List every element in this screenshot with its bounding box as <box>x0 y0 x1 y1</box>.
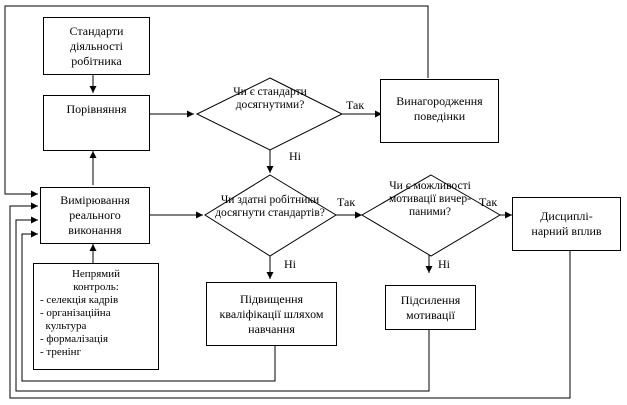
box-discipline-text: Дисциплі-нарний вплив <box>531 209 602 238</box>
box-standards-text: Стандарти діяльності робітника <box>69 23 124 68</box>
label-yes-reward: Так <box>346 98 365 112</box>
box-measurement-text: Вимірювання реального виконання <box>60 193 130 237</box>
feedback-from-motivation <box>15 216 430 392</box>
box-reward-text: Винагородження поведінки <box>396 94 483 123</box>
decision-standards-text: Чи є стандарти досягнутими? <box>233 86 307 111</box>
box-motivation-text: Підсилення мотивації <box>400 292 461 322</box>
label-no-motivation: Ні <box>438 257 450 271</box>
box-comparison: Порівняння <box>43 95 150 151</box>
box-indirect-control: Непрямий контроль: - селекція кадрів - о… <box>33 263 159 370</box>
box-standards: Стандарти діяльності робітника <box>43 17 150 75</box>
feedback-from-training <box>21 230 276 382</box>
decision-diamond-motivation <box>361 174 501 257</box>
indirect-control-item: - формалізація <box>40 333 109 345</box>
box-measurement: Вимірювання реального виконання <box>40 187 150 244</box>
decision-motivation-text: Чи є можливості мотивації вичер-паними? <box>389 180 471 218</box>
decision-diamond-workers <box>204 174 337 257</box>
box-discipline: Дисциплі-нарний вплив <box>512 197 621 251</box>
label-yes-decision2: Так <box>337 195 356 209</box>
decision-diamond-standards <box>195 77 344 151</box>
box-comparison-text: Порівняння <box>66 102 127 116</box>
feedback-from-reward <box>4 5 429 198</box>
indirect-control-item: культура <box>40 320 87 332</box>
label-no-training: Ні <box>284 257 296 271</box>
indirect-control-title: Непрямий контроль: <box>71 268 120 293</box>
feedback-from-discipline <box>9 202 571 399</box>
decision-workers-text: Чи здатні робітники досягнути стандартів… <box>215 194 325 219</box>
box-motivation: Підсилення мотивації <box>385 285 476 330</box>
indirect-control-item: - організаційна <box>40 307 111 319</box>
box-training: Підвищення кваліфікації шляхом навчання <box>206 282 337 346</box>
label-yes-discipline: Так <box>479 195 498 209</box>
indirect-control-item: - тренінг <box>40 346 82 358</box>
label-no-decision1: Ні <box>289 149 301 163</box>
box-reward: Винагородження поведінки <box>380 79 499 143</box>
indirect-control-item: - селекція кадрів <box>40 294 119 306</box>
box-training-text: Підвищення кваліфікації шляхом навчання <box>219 291 324 336</box>
